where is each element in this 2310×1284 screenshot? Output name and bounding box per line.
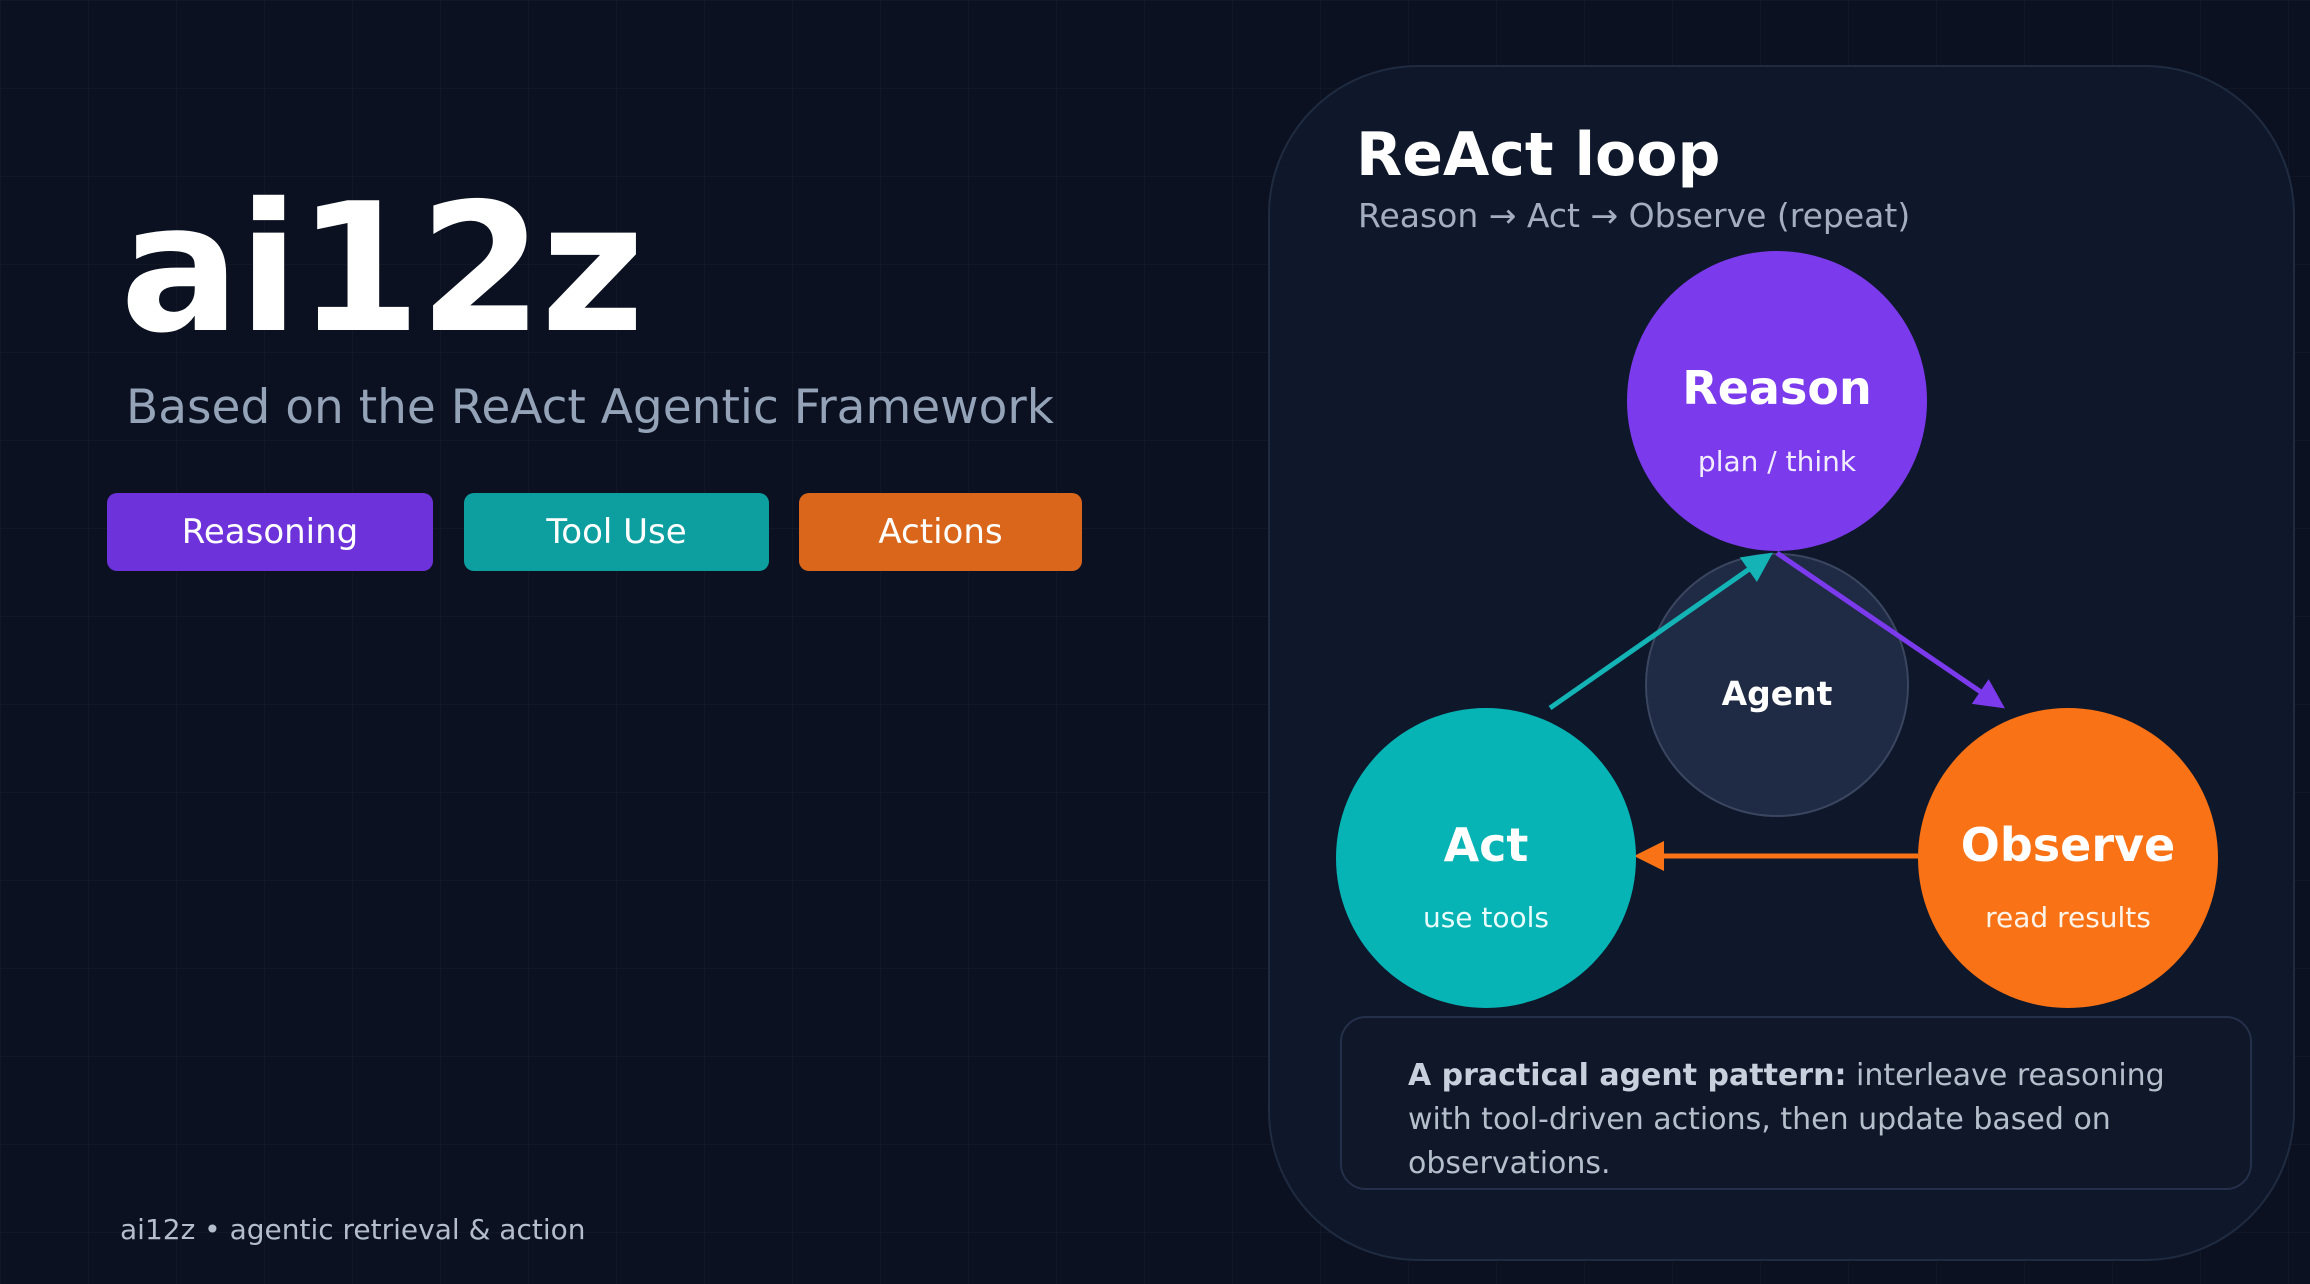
description-box: A practical agent pattern: interleave re… bbox=[1340, 1016, 2252, 1190]
reason-sublabel: plan / think bbox=[1698, 445, 1857, 478]
panel-title: ReAct loop bbox=[1356, 120, 1721, 190]
footer-text: ai12z • agentic retrieval & action bbox=[120, 1213, 586, 1246]
tag-tool-use: Tool Use bbox=[464, 493, 769, 571]
tag-reasoning: Reasoning bbox=[107, 493, 433, 571]
description-text: interleave reasoning with tool-driven ac… bbox=[1408, 1058, 2165, 1181]
agent-label: Agent bbox=[1722, 674, 1833, 713]
page-title: ai12z bbox=[120, 165, 644, 372]
arrow-act-to-reason bbox=[1548, 552, 1773, 711]
observe-node bbox=[1918, 708, 2218, 1008]
panel-subtitle: Reason → Act → Observe (repeat) bbox=[1358, 196, 1911, 235]
reason-node bbox=[1627, 251, 1927, 551]
observe-sublabel: read results bbox=[1985, 901, 2151, 934]
description-bold: A practical agent pattern: bbox=[1408, 1058, 1847, 1093]
act-sublabel: use tools bbox=[1423, 901, 1549, 934]
arrow-reason-to-observe bbox=[1775, 550, 2005, 709]
act-node bbox=[1336, 708, 1636, 1008]
act-label: Act bbox=[1444, 818, 1529, 872]
observe-label: Observe bbox=[1961, 818, 2175, 872]
tag-actions: Actions bbox=[799, 493, 1082, 571]
reason-label: Reason bbox=[1682, 361, 1871, 415]
page-subtitle: Based on the ReAct Agentic Framework bbox=[126, 380, 1054, 435]
